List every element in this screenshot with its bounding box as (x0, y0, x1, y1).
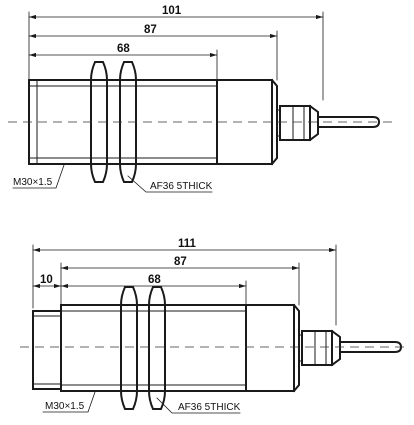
bottom-dim-body: 87 (60, 256, 300, 271)
top-nut-note: AF36 5THICK (127, 175, 213, 193)
bottom-dim-offset-label: 10 (40, 274, 53, 286)
bottom-dim-body-label: 87 (174, 256, 187, 268)
bottom-view: 111 87 68 10 (20, 238, 408, 414)
bottom-front-cap (32, 310, 62, 390)
bottom-threaded-body (60, 304, 247, 392)
bottom-nut-2 (148, 286, 166, 410)
top-cable-gland (276, 104, 319, 142)
top-dim-overall: 101 (28, 5, 324, 20)
top-thread-note: M30×1.5 (12, 164, 65, 189)
top-nut-1 (90, 61, 108, 183)
bottom-dim-overall-label: 111 (178, 238, 197, 250)
top-thread-note-label: M30×1.5 (13, 177, 53, 188)
top-dim-body: 87 (28, 24, 278, 39)
bottom-nut-note: AF36 5THICK (156, 397, 241, 414)
top-nut-note-label: AF36 5THICK (150, 181, 213, 192)
bottom-dim-overall: 111 (32, 238, 337, 253)
bottom-dim-thread: 68 (60, 274, 247, 289)
bottom-nut-1 (120, 286, 138, 410)
top-view: 101 87 68 (8, 5, 395, 193)
top-cable (317, 116, 381, 128)
top-dim-thread-label: 68 (117, 43, 130, 55)
bottom-thread-note-label: M30×1.5 (45, 401, 85, 412)
top-dim-overall-label: 101 (162, 5, 182, 17)
top-dim-thread: 68 (28, 43, 218, 58)
top-extension-lines (28, 11, 324, 101)
bottom-dim-offset: 10 (32, 274, 62, 289)
bottom-thread-note: M30×1.5 (42, 391, 96, 413)
bottom-nut-note-label: AF36 5THICK (178, 402, 241, 413)
top-nut-2 (119, 61, 137, 183)
bottom-rear-housing (245, 303, 300, 393)
bottom-cable-gland (298, 329, 341, 367)
top-dim-body-label: 87 (144, 24, 157, 36)
bottom-dim-thread-label: 68 (148, 274, 161, 286)
